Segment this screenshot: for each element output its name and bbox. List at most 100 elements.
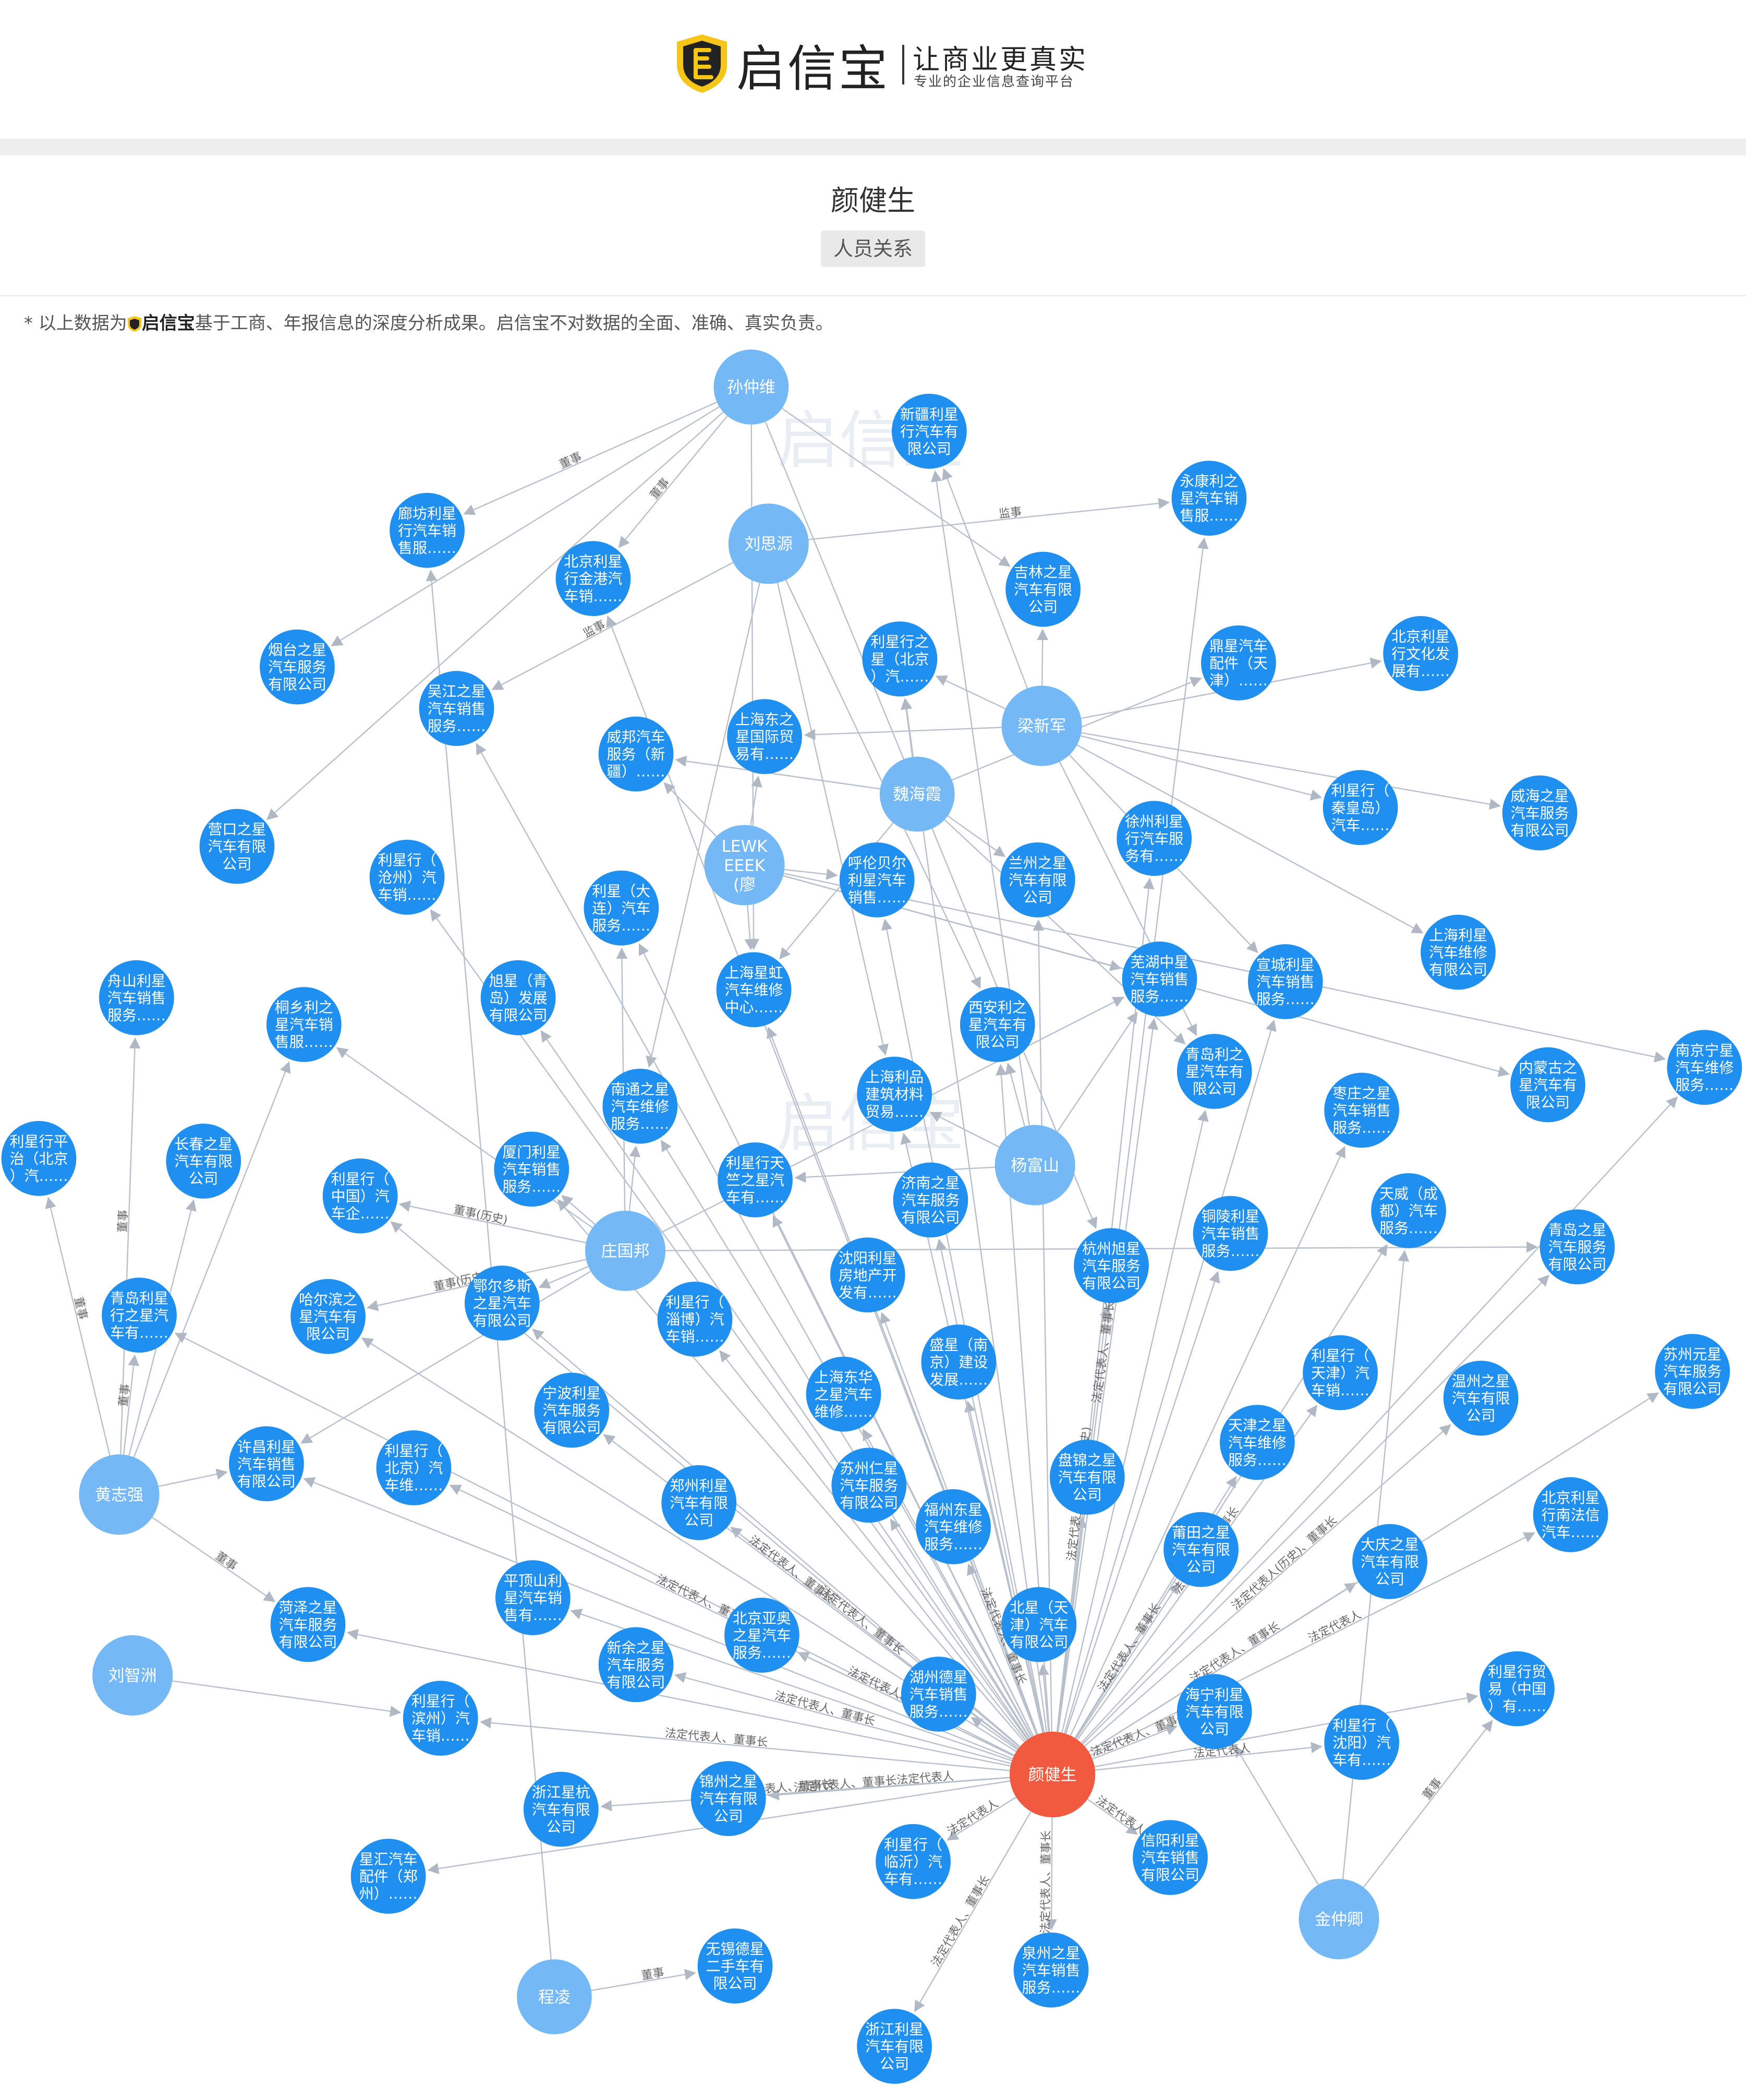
company-node[interactable]: 永康利之星汽车销售服…… <box>1171 461 1247 536</box>
center-person-node[interactable]: 颜健生 <box>1009 1731 1096 1818</box>
company-node[interactable]: 利星（大连）汽车服务…… <box>584 870 659 946</box>
company-node[interactable]: 利星行（沧州）汽车销…… <box>369 839 445 915</box>
company-node[interactable]: 北京利星行金港汽车销…… <box>555 541 631 617</box>
company-node[interactable]: 利星行（滨州）汽车销…… <box>403 1681 478 1756</box>
person-node[interactable]: 梁新军 <box>1001 685 1082 766</box>
node-label: ）汽…… <box>870 668 929 685</box>
company-node[interactable]: 青岛利星行之星汽车有…… <box>102 1277 177 1353</box>
company-node[interactable]: 利星行（天津）汽车销…… <box>1303 1335 1378 1410</box>
company-node[interactable]: 利星行（秦皇岛）汽车…… <box>1323 770 1398 846</box>
company-node[interactable]: 北京亚奥之星汽车服务…… <box>724 1598 799 1673</box>
company-node[interactable]: 徐州利星行汽车服务有…… <box>1117 801 1192 876</box>
company-node[interactable]: 上海东之星国际贸易有…… <box>727 699 802 775</box>
person-node[interactable]: 程凌 <box>517 1959 592 2035</box>
person-node[interactable]: 黄志强 <box>79 1454 160 1535</box>
node-label: 苏州元星 <box>1663 1346 1721 1363</box>
company-node[interactable]: 天威（成都）汽车服务…… <box>1371 1173 1446 1248</box>
person-node[interactable]: 杨富山 <box>995 1125 1075 1205</box>
company-node[interactable]: 沈阳利星房地产开发有…… <box>830 1237 905 1313</box>
company-node[interactable]: 盛星（南京）建设发展…… <box>921 1324 997 1400</box>
person-node[interactable]: 孙仲维 <box>713 349 789 425</box>
company-node[interactable]: 舟山利星汽车销售服务…… <box>99 960 174 1035</box>
company-node[interactable]: 利星行（沈阳）汽车有…… <box>1324 1705 1400 1780</box>
company-node[interactable]: 福州东星汽车维修服务…… <box>916 1489 991 1564</box>
company-node[interactable]: 南京宁星汽车维修服务…… <box>1667 1030 1742 1105</box>
company-node[interactable]: 星汇汽车配件（郑州）…… <box>350 1839 426 1914</box>
company-node[interactable]: 利星行（中国）汽车企…… <box>322 1158 398 1234</box>
company-node[interactable]: 泉州之星汽车销售服务…… <box>1013 1932 1089 2008</box>
person-node[interactable]: 庄国邦 <box>585 1211 666 1292</box>
company-node[interactable]: 湖州德星汽车销售服务…… <box>901 1656 976 1732</box>
company-node[interactable]: 桐乡利之星汽车销售服…… <box>266 987 342 1063</box>
company-node[interactable]: 廊坊利星行汽车销售服…… <box>390 492 465 568</box>
company-node[interactable]: 上海星虹汽车维修中心…… <box>716 952 792 1028</box>
company-node[interactable]: 利星行天竺之星汽车有…… <box>718 1142 793 1217</box>
company-node[interactable]: 威邦汽车服务（新疆）…… <box>598 716 674 792</box>
company-node[interactable]: 南通之星汽车维修服务…… <box>602 1068 678 1144</box>
company-node[interactable]: 利星行（临沂）汽车有…… <box>876 1824 951 1899</box>
person-node[interactable]: 刘思源 <box>728 503 809 584</box>
company-node[interactable]: 呼伦贝尔利星汽车销售…… <box>839 842 915 918</box>
company-node[interactable]: 平顶山利星汽车销售有…… <box>495 1560 571 1635</box>
node-label: 汽车服务 <box>1663 1363 1721 1380</box>
company-node[interactable]: 芜湖中星汽车销售服务…… <box>1122 941 1197 1017</box>
company-node[interactable]: 利星行（北京）汽车维…… <box>376 1430 452 1505</box>
company-node[interactable]: 利星行平治（北京）汽…… <box>1 1120 77 1196</box>
person-node[interactable]: 刘智洲 <box>92 1635 173 1716</box>
company-node[interactable]: 利星行之星（北京）汽…… <box>862 621 938 697</box>
company-node[interactable]: 北京利星行文化发展有…… <box>1383 616 1458 691</box>
person-node[interactable]: 金仲卿 <box>1299 1879 1379 1960</box>
company-node[interactable]: 吴江之星汽车销售服务…… <box>419 671 494 746</box>
company-node[interactable]: 利星行（淄博）汽车销…… <box>657 1282 733 1357</box>
company-node[interactable]: 厦门利星汽车销售服务…… <box>494 1131 569 1207</box>
company-node[interactable]: 北京利星行南法信汽车…… <box>1533 1477 1608 1552</box>
company-node[interactable]: 上海东华之星汽车维修…… <box>806 1356 881 1432</box>
company-node[interactable]: 天津之星汽车维修服务…… <box>1219 1405 1295 1480</box>
node-circle <box>891 393 967 469</box>
company-node[interactable]: 利星行贸易（中国）有…… <box>1480 1651 1555 1727</box>
company-node[interactable]: 鼎星汽车配件（天津）…… <box>1201 625 1276 701</box>
company-node[interactable]: 宣城利星汽车销售服务…… <box>1247 944 1323 1019</box>
company-node[interactable]: 上海利品建筑材料贸易…… <box>857 1056 932 1132</box>
company-node[interactable]: 铜陵利星汽车销售服务…… <box>1193 1196 1268 1271</box>
person-node[interactable]: 魏海霞 <box>879 756 955 832</box>
company-node[interactable]: 枣庄之星汽车销售服务…… <box>1324 1072 1400 1148</box>
node-label: 新余之星 <box>607 1639 665 1656</box>
